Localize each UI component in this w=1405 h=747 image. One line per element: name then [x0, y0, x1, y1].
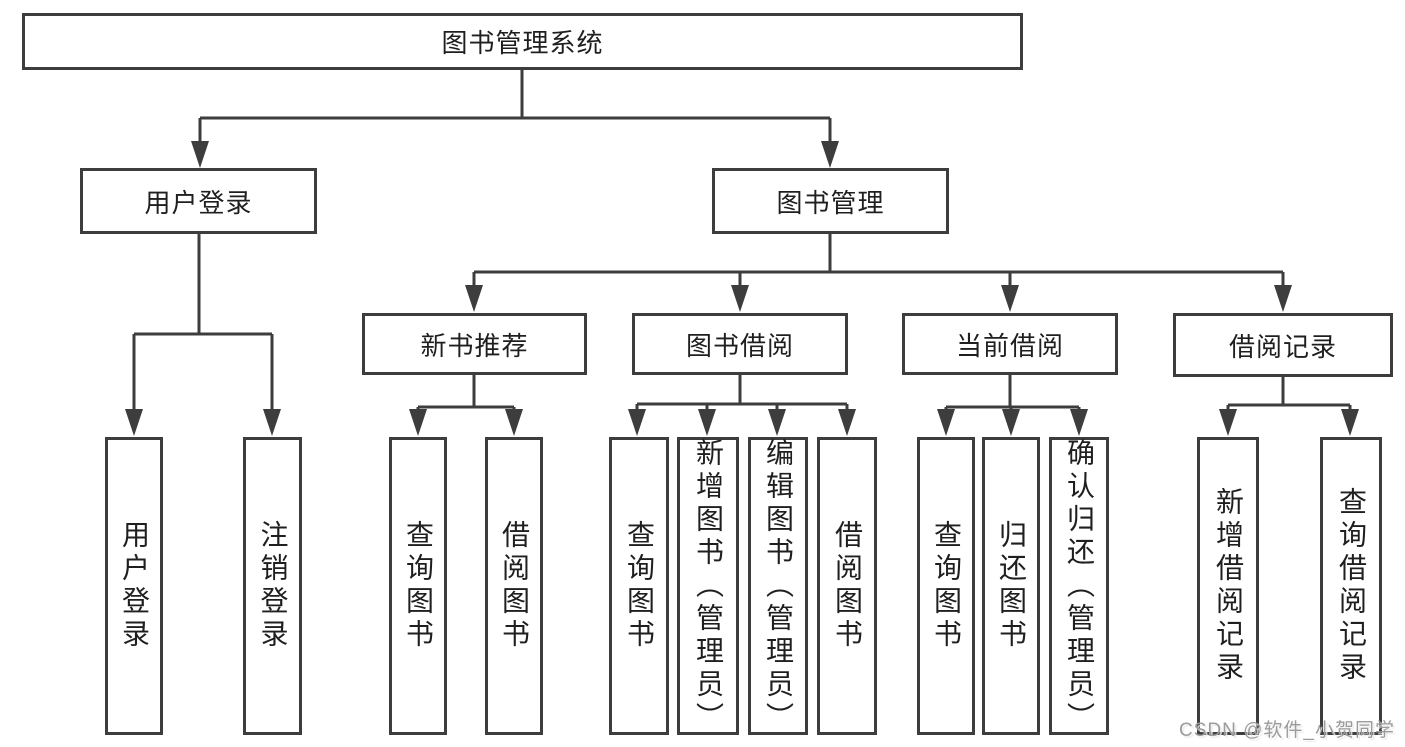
- leaf-borrow-add-books-admin-label: 新增图书（管理员）: [693, 437, 724, 735]
- node-new-book-recommend-label: 新书推荐: [420, 330, 529, 361]
- leaf-logout-label: 注销登录: [257, 520, 289, 652]
- leaf-logout: 注销登录: [243, 437, 302, 735]
- leaf-records-query-record: 查询借阅记录: [1320, 437, 1382, 735]
- leaf-recommend-query-books-label: 查询图书: [403, 520, 434, 652]
- leaf-records-add-record-label: 新增借阅记录: [1213, 487, 1244, 685]
- leaf-borrow-borrow-books: 借阅图书: [817, 437, 877, 735]
- leaf-current-query-books: 查询图书: [917, 437, 975, 735]
- arrowhead-icons: [125, 141, 1359, 436]
- node-current-borrow: 当前借阅: [902, 313, 1118, 375]
- leaf-borrow-borrow-books-label: 借阅图书: [832, 520, 863, 652]
- leaf-recommend-query-books: 查询图书: [389, 437, 447, 735]
- node-user-login: 用户登录: [80, 168, 317, 234]
- node-book-management-label: 图书管理: [776, 187, 885, 218]
- node-user-login-label: 用户登录: [144, 187, 253, 218]
- leaf-user-login: 用户登录: [105, 437, 163, 735]
- node-library-system: 图书管理系统: [22, 13, 1023, 70]
- node-borrow-records-label: 借阅记录: [1228, 331, 1337, 362]
- node-borrow-records: 借阅记录: [1173, 313, 1393, 377]
- leaf-borrow-edit-books-admin-label: 编辑图书（管理员）: [763, 437, 794, 735]
- leaf-current-confirm-return-admin: 确认归还（管理员）: [1049, 437, 1109, 735]
- leaf-current-return-books: 归还图书: [982, 437, 1040, 735]
- leaf-borrow-add-books-admin: 新增图书（管理员）: [677, 437, 739, 735]
- node-book-borrow: 图书借阅: [632, 313, 848, 375]
- leaf-records-query-record-label: 查询借阅记录: [1336, 487, 1367, 685]
- node-book-borrow-label: 图书借阅: [685, 330, 794, 361]
- leaf-borrow-query-books-label: 查询图书: [624, 520, 655, 652]
- node-book-management: 图书管理: [712, 168, 949, 234]
- node-current-borrow-label: 当前借阅: [955, 330, 1064, 361]
- leaf-current-query-books-label: 查询图书: [931, 520, 962, 652]
- node-new-book-recommend: 新书推荐: [362, 313, 587, 375]
- leaf-user-login-label: 用户登录: [119, 520, 150, 652]
- leaf-borrow-edit-books-admin: 编辑图书（管理员）: [748, 437, 808, 735]
- leaf-current-return-books-label: 归还图书: [996, 520, 1027, 652]
- leaf-borrow-query-books: 查询图书: [609, 437, 669, 735]
- leaf-records-add-record: 新增借阅记录: [1197, 437, 1259, 735]
- leaf-recommend-borrow-books: 借阅图书: [485, 437, 543, 735]
- leaf-recommend-borrow-books-label: 借阅图书: [499, 520, 530, 652]
- csdn-watermark: CSDN @软件_小贺同学: [1179, 720, 1395, 741]
- node-library-system-label: 图书管理系统: [441, 28, 604, 58]
- leaf-current-confirm-return-admin-label: 确认归还（管理员）: [1064, 437, 1095, 735]
